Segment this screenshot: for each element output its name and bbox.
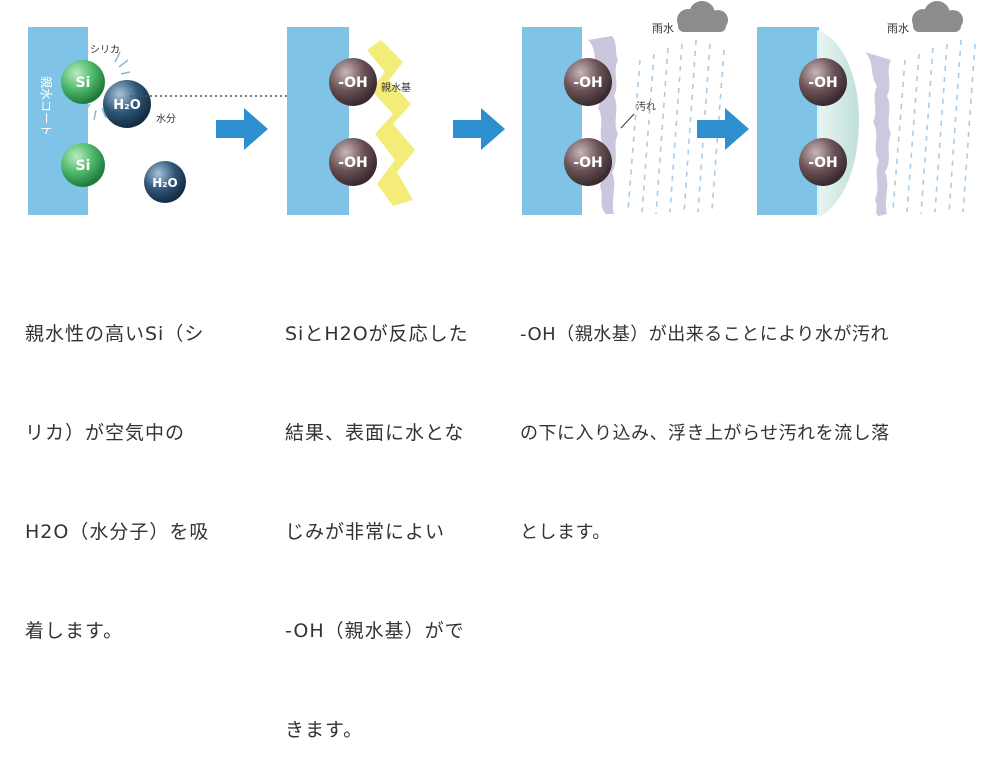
oh-molecule-top: -OH [799, 58, 847, 106]
lifted-dirt [865, 52, 891, 216]
hydrophilic-group-label: 親水基 [381, 81, 411, 94]
svg-text:-OH: -OH [808, 75, 837, 91]
panel-rain-dirt: 雨水 汚れ -OH -OH [520, 0, 730, 232]
svg-text:Si: Si [76, 158, 91, 174]
oh-molecule-bottom: -OH [564, 138, 612, 186]
svg-text:-OH: -OH [808, 155, 837, 171]
caption-line: じみが非常によい [285, 521, 446, 543]
dirt-pointer [620, 113, 635, 129]
h2o-molecule-free: H₂O [144, 161, 186, 203]
silica-label: シリカ [90, 44, 120, 56]
spark-lines [83, 51, 131, 121]
oh-molecule-top: -OH [329, 58, 377, 106]
caption-line: H2O（水分子）を吸 [25, 521, 210, 543]
caption-line: -OH（親水基）がで [285, 620, 465, 642]
dirt-label: 汚れ [636, 100, 656, 113]
panel-water-lifts-dirt: 雨水 -OH -OH [755, 0, 985, 232]
svg-text:-OH: -OH [573, 155, 602, 171]
panel-hydroxyl-formation: -OH 親水基 -OH [285, 0, 445, 232]
svg-text:H₂O: H₂O [113, 98, 141, 113]
coat-layer [757, 27, 819, 215]
caption-line: とします。 [520, 522, 611, 543]
rain-cloud-icon [677, 1, 728, 32]
rain-streaks [892, 39, 976, 215]
step-arrow-2 [453, 108, 505, 150]
si-molecule-bottom: Si [61, 143, 105, 187]
svg-text:-OH: -OH [338, 155, 367, 171]
caption-step-2: SiとH2Oが反応した 結果、表面に水とな じみが非常によい -OH（親水基）が… [285, 252, 495, 780]
caption-line: 着します。 [25, 620, 124, 642]
hydrophilic-coat-layer [28, 27, 88, 215]
caption-line: きます。 [285, 719, 364, 741]
water-label: 水分 [156, 113, 176, 125]
svg-text:-OH: -OH [338, 75, 367, 91]
caption-step-3: -OH（親水基）が出来ることにより水が汚れ の下に入り込み、浮き上がらせ汚れを流… [520, 252, 990, 582]
si-molecule-top: Si [61, 60, 105, 104]
panel-silica-adsorption: 親水コート シリカ Si H₂O 水分 Si H₂O [20, 0, 230, 232]
rain-label: 雨水 [652, 22, 674, 35]
water-film [817, 30, 859, 216]
svg-text:H₂O: H₂O [152, 176, 178, 190]
coat-layer [287, 27, 349, 215]
oh-molecule-bottom: -OH [329, 138, 377, 186]
caption-line: 親水性の高いSi（シ [25, 323, 205, 345]
caption-line: SiとH2Oが反応した [285, 323, 469, 345]
lightning-zigzag [367, 40, 415, 206]
rain-cloud-icon [912, 1, 963, 32]
caption-line: -OH（親水基）が出来ることにより水が汚れ [520, 324, 889, 345]
svg-text:-OH: -OH [573, 75, 602, 91]
svg-text:Si: Si [76, 75, 91, 91]
h2o-molecule-attached: H₂O [103, 80, 151, 128]
oh-molecule-top: -OH [564, 58, 612, 106]
caption-step-1: 親水性の高いSi（シ リカ）が空気中の H2O（水分子）を吸 着します。 [25, 252, 225, 681]
coat-layer [522, 27, 582, 215]
oh-molecule-bottom: -OH [799, 138, 847, 186]
step-arrow-1 [216, 108, 268, 150]
rain-label: 雨水 [887, 22, 909, 35]
step-arrow-3 [697, 108, 749, 150]
coat-label: 親水コート [39, 76, 53, 136]
